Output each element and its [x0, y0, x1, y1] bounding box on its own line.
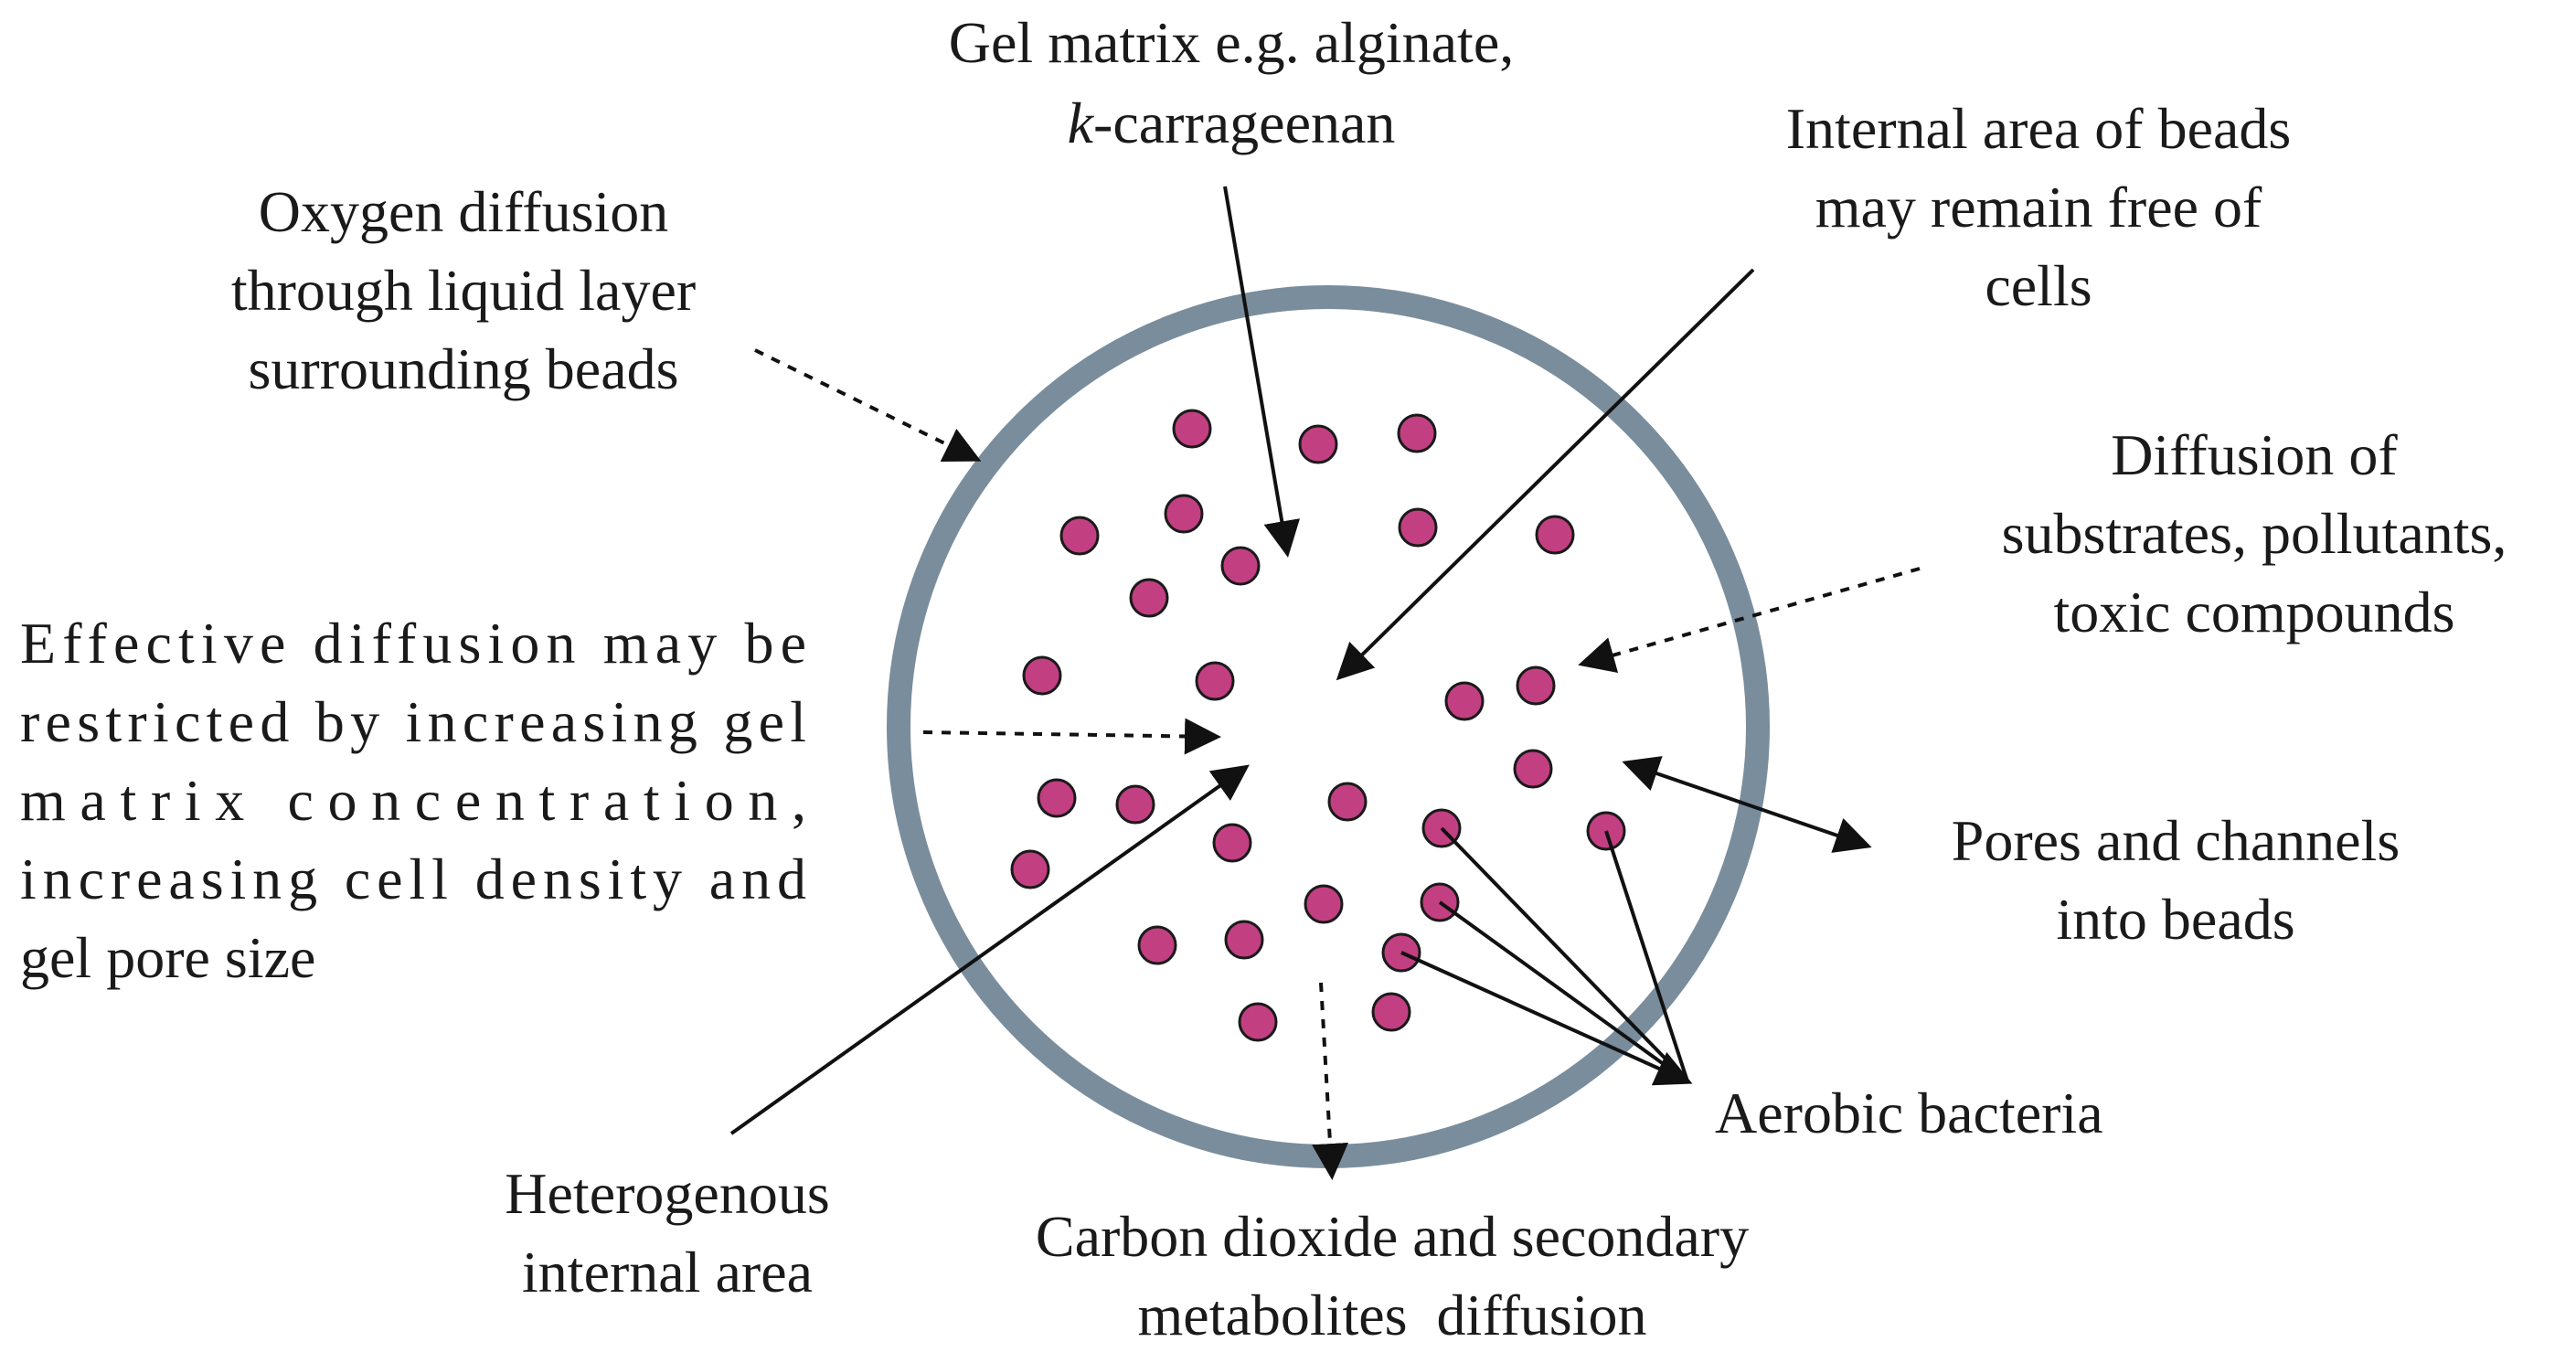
bacterium-cell [1212, 823, 1252, 863]
bacterium-cell [1010, 849, 1050, 889]
bacterium-cell [1220, 546, 1261, 586]
bacterium-cell [1516, 666, 1556, 706]
arrow-substrate-diffusion [1578, 567, 1921, 673]
bacterium-cell [1535, 515, 1575, 555]
label-internal-area-line1: Internal area of beads [1786, 96, 2292, 161]
label-oxygen-line1: Oxygen diffusion [259, 179, 669, 244]
arrow-gel-matrix [1223, 186, 1301, 558]
bacterium-cell [1513, 749, 1553, 789]
bacterium-cell [1224, 920, 1264, 960]
bacterium-cell [1298, 424, 1338, 464]
label-gel-matrix-rest: -carrageenan [1093, 91, 1395, 155]
label-gel-matrix-italic: k [1068, 91, 1095, 155]
label-substrates-line3: toxic compounds [2053, 580, 2454, 644]
label-substrates-line1: Diffusion of [2111, 422, 2398, 487]
label-effective-line5: gel pore size [20, 925, 315, 990]
bead-outer-layer [887, 285, 1770, 1168]
bacterium-cell [1059, 516, 1100, 556]
label-aerobic-bacteria: Aerobic bacteria [1715, 1081, 2103, 1145]
pointer-aerobic-3 [1438, 900, 1689, 1083]
bacterium-cell [1115, 784, 1155, 825]
arrow-internal-area [1336, 268, 1755, 681]
arrow-effective-diffusion [922, 718, 1221, 755]
label-oxygen-line2: through liquid layer [231, 258, 696, 323]
label-pores-line1: Pores and channels [1952, 808, 2400, 873]
bacterium-cell [1195, 661, 1235, 701]
pointer-aerobic-2 [1604, 830, 1689, 1082]
label-internal-area-line3: cells [1985, 253, 2092, 318]
pointer-aerobic-4 [1400, 951, 1693, 1086]
bacterium-cell [1137, 925, 1177, 965]
label-heterogenous-line2: internal area [522, 1240, 813, 1304]
bacterium-cell [1022, 655, 1062, 696]
label-pores-line2: into beads [2056, 887, 2294, 952]
bacterium-cell [1172, 409, 1212, 449]
bacterium-cell [1304, 884, 1344, 924]
bacterium-cell [1164, 494, 1204, 534]
label-gel-matrix-line1: Gel matrix e.g. alginate, [949, 10, 1514, 75]
bacterium-cell [1129, 578, 1169, 618]
label-effective-line3: matrix concentration, [20, 768, 806, 833]
label-substrates-line2: substrates, pollutants, [2002, 501, 2507, 566]
bacterium-cell [1444, 681, 1485, 721]
bacterium-cell [1397, 413, 1437, 453]
bacterium-cell [1238, 1002, 1278, 1042]
arrow-pores-channels [1622, 756, 1872, 853]
label-co2-line1: Carbon dioxide and secondary [1036, 1204, 1749, 1269]
bacterium-cell [1371, 992, 1411, 1032]
label-effective-line4: increasing cell density and [20, 847, 806, 911]
label-effective-line2: restricted by increasing gel [20, 689, 806, 754]
pointer-aerobic-1 [1440, 826, 1689, 1083]
arrow-oxygen-diffusion [754, 348, 982, 462]
label-heterogenous-line1: Heterogenous [505, 1161, 829, 1226]
arrow-co2-diffusion [1312, 982, 1349, 1180]
bacterium-cell [1398, 507, 1438, 548]
label-oxygen-line3: surrounding beads [248, 336, 678, 401]
bacteria-cells [1010, 409, 1626, 1042]
label-gel-matrix-line2: k-carrageenan [1068, 91, 1396, 155]
arrow-heterogenous [729, 764, 1250, 1135]
bacterium-cell [1327, 782, 1368, 822]
bacterium-cell [1037, 778, 1077, 818]
label-effective-line1: Effective diffusion may be [20, 611, 806, 676]
arrows [729, 186, 1921, 1180]
label-co2-line2: metabolites diffusion [1138, 1283, 1647, 1347]
label-internal-area-line2: may remain free of [1815, 175, 2262, 240]
